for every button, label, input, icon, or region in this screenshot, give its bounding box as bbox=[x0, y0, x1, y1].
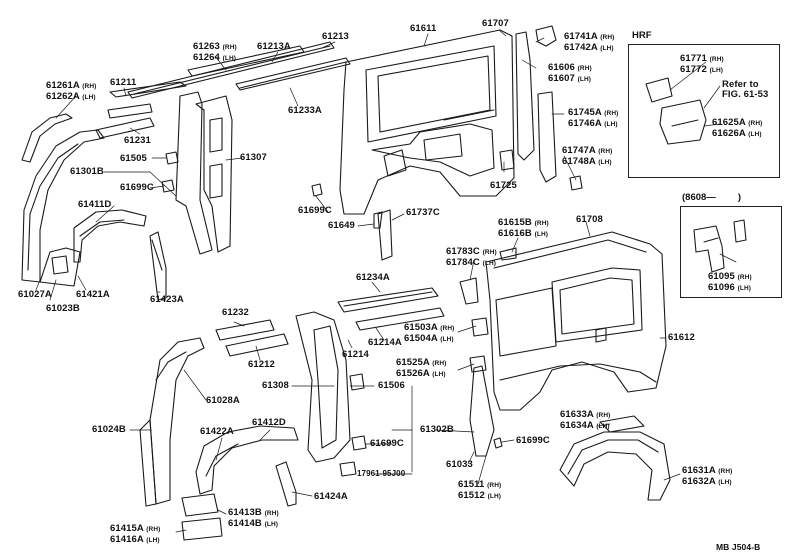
label-61213: 61213 bbox=[322, 31, 349, 42]
label-61413B: 61413B (RH)61414B (LH) bbox=[228, 507, 279, 529]
label-61606: 61606 (RH)61607 (LH) bbox=[548, 62, 592, 84]
label-61631A: 61631A (RH)61632A (LH) bbox=[682, 465, 733, 487]
label-61232: 61232 bbox=[222, 307, 249, 318]
label-61302B: 61302B bbox=[420, 424, 454, 435]
label-61511: 61511 (RH)61512 (LH) bbox=[458, 479, 502, 501]
label-61611: 61611 bbox=[410, 23, 437, 34]
label-61023B: 61023B bbox=[46, 303, 80, 314]
label-61307: 61307 bbox=[240, 152, 267, 163]
label-61027A: 61027A bbox=[18, 289, 52, 300]
label-61745A: 61745A (RH)61746A (LH) bbox=[568, 107, 619, 129]
label-61263: 61263 (RH)61264 (LH) bbox=[193, 41, 237, 63]
label-61708: 61708 bbox=[576, 214, 603, 225]
inset-8608-title: (8608—) bbox=[682, 192, 741, 203]
label-61615B: 61615B (RH)61616B (LH) bbox=[498, 217, 549, 239]
label-61424A: 61424A bbox=[314, 491, 348, 502]
label-61422A: 61422A bbox=[200, 426, 234, 437]
label-61212: 61212 bbox=[248, 359, 275, 370]
label-61747A: 61747A (RH)61748A (LH) bbox=[562, 145, 613, 167]
label-61423A: 61423A bbox=[150, 294, 184, 305]
label-61024B: 61024B bbox=[92, 424, 126, 435]
label-61411D: 61411D bbox=[78, 199, 112, 210]
label-61505: 61505 bbox=[120, 153, 147, 164]
label-61028A: 61028A bbox=[206, 395, 240, 406]
label-61412D: 61412D bbox=[252, 417, 286, 428]
label-61771: 61771 (RH)61772 (LH) bbox=[680, 53, 724, 75]
label-61415A: 61415A (RH)61416A (LH) bbox=[110, 523, 161, 545]
label-61421A: 61421A bbox=[76, 289, 110, 300]
label-61033: 61033 bbox=[446, 459, 473, 470]
label-61308: 61308 bbox=[262, 380, 289, 391]
label-61213A: 61213A bbox=[257, 41, 291, 52]
rear-pillar-parts bbox=[373, 25, 583, 261]
label-61612: 61612 bbox=[668, 332, 695, 343]
label-61503A: 61503A (RH)61504A (LH) bbox=[404, 322, 455, 344]
roof-rail-front-part bbox=[21, 41, 351, 163]
leader-lines bbox=[35, 29, 737, 533]
label-61625A: 61625A (RH)61626A (LH) bbox=[712, 117, 763, 139]
label-61214: 61214 bbox=[342, 349, 369, 360]
label-61699C-b: 61699C bbox=[298, 205, 332, 216]
label-61783C: 61783C (RH)61784C (LH) bbox=[446, 246, 497, 268]
label-61699C-c: 61699C bbox=[370, 438, 404, 449]
label-61707: 61707 bbox=[482, 18, 509, 29]
label-61233A: 61233A bbox=[288, 105, 322, 116]
label-61699C-d: 61699C bbox=[516, 435, 550, 446]
inset-8608-box bbox=[680, 206, 782, 298]
label-61095: 61095 (RH)61096 (LH) bbox=[708, 271, 752, 293]
rear-side-panel-upper bbox=[311, 29, 515, 215]
label-61261A: 61261A (RH)61262A (LH) bbox=[46, 80, 97, 102]
inset-hrf-drawing bbox=[645, 77, 707, 145]
label-61214A: 61214A bbox=[368, 337, 402, 348]
lower-rear-pillar-parts bbox=[295, 287, 495, 477]
label-61525A: 61525A (RH)61526A (LH) bbox=[396, 357, 447, 379]
inset-hrf-title: HRF bbox=[632, 30, 652, 41]
label-17961-95J00: 17961-95J00 bbox=[357, 469, 406, 478]
front-quarter-inner-panel bbox=[21, 129, 167, 301]
drawing-reference-code: MB J504-B bbox=[716, 542, 761, 552]
inset-hrf-box bbox=[628, 44, 780, 178]
label-61737C: 61737C bbox=[406, 207, 440, 218]
rear-side-panel-lower bbox=[459, 231, 667, 449]
label-61633A: 61633A (RH)61634A (LH) bbox=[560, 409, 611, 431]
label-61725: 61725 bbox=[490, 180, 517, 191]
inset-8608-drawing bbox=[693, 219, 747, 273]
label-61234A: 61234A bbox=[356, 272, 390, 283]
label-61211: 61211 bbox=[110, 77, 137, 88]
label-61231: 61231 bbox=[124, 135, 151, 146]
rear-wheel-liner bbox=[559, 415, 671, 501]
center-pillar-assembly bbox=[161, 91, 233, 255]
label-61301B: 61301B bbox=[70, 166, 104, 177]
label-61649: 61649 bbox=[328, 220, 355, 231]
lower-front-quarter-parts bbox=[139, 319, 299, 541]
label-61741A: 61741A (RH)61742A (LH) bbox=[564, 31, 615, 53]
label-61699C-a: 61699C bbox=[120, 182, 154, 193]
label-61506: 61506 bbox=[378, 380, 405, 391]
